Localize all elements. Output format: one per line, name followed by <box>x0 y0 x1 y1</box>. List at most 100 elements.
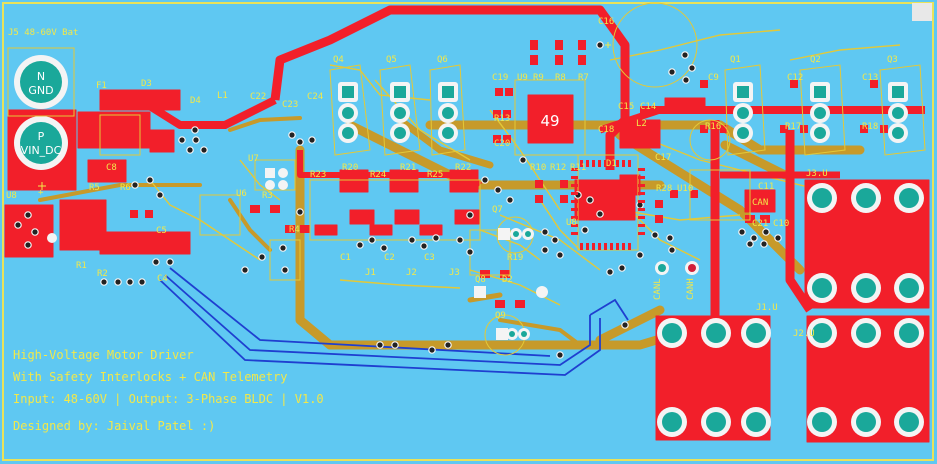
board-info: High-Voltage Motor Driver With Safety In… <box>13 348 324 433</box>
designator-r19: R19 <box>507 253 523 263</box>
mcu-pin <box>598 243 601 250</box>
via <box>296 208 304 216</box>
mcu-pin <box>571 184 578 187</box>
mcu-pin <box>638 232 645 235</box>
via <box>466 211 474 219</box>
designator-c5: C5 <box>156 226 167 236</box>
mcu-pin <box>604 160 607 167</box>
designator-r21: R21 <box>400 163 416 173</box>
via <box>428 346 436 354</box>
blue-traces <box>159 267 629 376</box>
via <box>432 234 440 242</box>
mcu-pin <box>610 160 613 167</box>
designator-d4: D4 <box>190 96 201 106</box>
info-line-title: High-Voltage Motor Driver <box>13 348 194 362</box>
designator-j1u: J1.U <box>756 303 778 313</box>
mcu-pin <box>638 208 645 211</box>
designator-q7: Q7 <box>492 205 503 215</box>
info-line-designer: Designed by: Jaival Patel :) <box>13 419 215 433</box>
designator-r3: R3 <box>262 191 273 201</box>
via <box>444 341 452 349</box>
via <box>156 191 164 199</box>
via <box>750 234 758 242</box>
designator-r11: R11 <box>570 163 586 173</box>
via <box>506 196 514 204</box>
designator-c10: C10 <box>773 219 789 229</box>
designator-c20: C20 <box>494 139 510 149</box>
via <box>541 228 549 236</box>
phase-terminal-pads <box>657 183 924 437</box>
designator-d3: D3 <box>141 79 152 89</box>
via <box>556 351 564 359</box>
designator-c3: C3 <box>424 253 435 263</box>
via <box>596 210 604 218</box>
designator-c9: C9 <box>708 73 719 83</box>
via <box>746 240 754 248</box>
designator-c18: C18 <box>598 125 614 135</box>
designator-r17: R17 <box>785 122 801 132</box>
mcu-pin <box>638 184 645 187</box>
connector-j5-label: J5 48-60V Bat <box>8 28 78 38</box>
designator-r28: R28 <box>656 184 672 194</box>
designator-r12: R12 <box>550 163 566 173</box>
via <box>166 258 174 266</box>
via <box>494 186 502 194</box>
designator-c12: C12 <box>787 73 803 83</box>
mcu-pin <box>616 160 619 167</box>
silk-plus-marks <box>38 42 611 190</box>
via <box>191 126 199 134</box>
via <box>281 266 289 274</box>
via <box>258 253 266 261</box>
via <box>308 136 316 144</box>
mcu-pin <box>628 243 631 250</box>
designator-r7: R7 <box>578 73 589 83</box>
designator-q8: Q8 <box>475 275 486 285</box>
mcu-pin <box>622 160 625 167</box>
via <box>666 234 674 242</box>
mcu-pin <box>571 216 578 219</box>
designator-canl: CANL <box>653 278 663 300</box>
via <box>24 211 32 219</box>
via <box>380 244 388 252</box>
designator-r18: R18 <box>862 122 878 132</box>
mcu-pin <box>586 243 589 250</box>
designator-c17: C17 <box>655 153 671 163</box>
designator-c1: C1 <box>340 253 351 263</box>
mcu-pin <box>628 160 631 167</box>
input-terminals: N GND P VIN_DC <box>7 47 75 170</box>
designator-r5: R5 <box>89 183 100 193</box>
via <box>241 266 249 274</box>
via <box>100 278 108 286</box>
via <box>279 244 287 252</box>
designator-c2: C2 <box>384 253 395 263</box>
designator-c19: C19 <box>492 73 508 83</box>
mcu-pin <box>571 176 578 179</box>
via <box>152 258 160 266</box>
via <box>668 246 676 254</box>
polarity-plus: + <box>38 188 44 198</box>
via <box>682 76 690 84</box>
designator-j2: J2 <box>406 268 417 278</box>
designator-r8: R8 <box>555 73 566 83</box>
terminal-n-label: N <box>37 70 45 83</box>
via <box>636 251 644 259</box>
mcu-pin <box>638 200 645 203</box>
mcu-pin <box>586 160 589 167</box>
designator-c16: C16 <box>598 17 614 27</box>
designator-c13: C13 <box>862 73 878 83</box>
designator-c15: C15 <box>618 102 634 112</box>
designator-q2: Q2 <box>810 55 821 65</box>
designator-j3u: J3.U <box>806 169 828 179</box>
designator-l1: L1 <box>217 91 228 101</box>
via <box>200 146 208 154</box>
terminal-vin-label: VIN_DC <box>21 144 62 157</box>
designator-r25: R25 <box>427 170 443 180</box>
designator-r22: R22 <box>455 163 471 173</box>
designator-r16: R16 <box>705 122 721 132</box>
designator-canh: CANH <box>686 278 696 300</box>
designator-q5: Q5 <box>386 55 397 65</box>
mcu-pin <box>571 200 578 203</box>
via <box>551 236 559 244</box>
